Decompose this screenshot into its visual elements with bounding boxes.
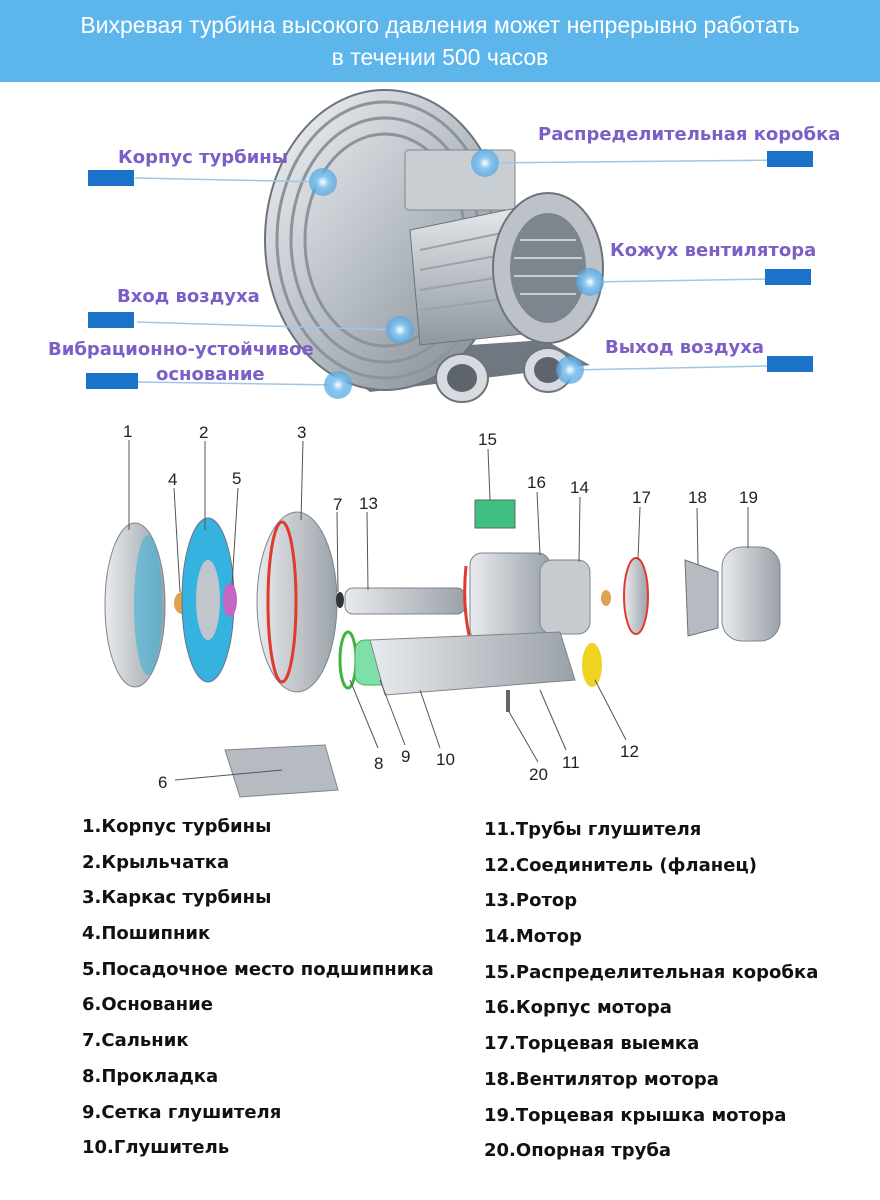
pointer-dot-fan-cover	[576, 268, 604, 296]
callout-bar-housing	[88, 170, 134, 186]
legend-item: 9.Сетка глушителя	[82, 1101, 282, 1123]
grille-lines	[514, 239, 582, 295]
pointer-dots	[309, 149, 604, 399]
legend-item: 8.Прокладка	[82, 1065, 219, 1087]
legend-item: 16.Корпус мотора	[484, 997, 672, 1019]
part-number-6: 6	[158, 773, 167, 792]
assembled-blower-illustration	[134, 89, 786, 403]
part-12-shape	[582, 643, 602, 687]
callout-junction-box: Распределительная коробка	[538, 124, 841, 145]
part-13-shape	[344, 587, 466, 615]
part-number-2: 2	[199, 423, 208, 442]
callout-bar-junction-box	[767, 151, 813, 167]
legend-item: 3.Каркас турбины	[82, 887, 272, 909]
part-7-shape	[336, 592, 344, 608]
pointer-dot-junction-box	[471, 149, 499, 177]
part-14-shape	[539, 559, 591, 635]
part-number-1: 1	[123, 422, 132, 441]
part-number-3: 3	[297, 423, 306, 442]
pointer-dot-base	[324, 371, 352, 399]
legend-item: 14.Мотор	[484, 926, 582, 948]
part-10-shape	[369, 631, 576, 696]
leader-lines	[128, 440, 749, 781]
part-number-8: 8	[374, 754, 383, 773]
part-number-4: 4	[168, 470, 177, 489]
parts-legend-right: 11.Трубы глушителя 12.Соединитель (флане…	[484, 818, 818, 1175]
part-17-shape	[623, 557, 649, 635]
part-18-shape	[684, 559, 719, 637]
legend-item: 5.Посадочное место подшипника	[82, 958, 434, 980]
part-number-14: 14	[570, 478, 589, 497]
part-15-shape	[474, 499, 516, 529]
callout-lines	[134, 159, 786, 386]
banner-line-2: в течении 500 часов	[331, 44, 549, 70]
legend-item: 17.Торцевая выемка	[484, 1033, 700, 1055]
part-number-13: 13	[359, 494, 378, 513]
callout-fan-cover: Кожух вентилятора	[610, 240, 817, 261]
part-number-9: 9	[401, 747, 410, 766]
legend-item: 11.Трубы глушителя	[484, 819, 702, 840]
part-8-shape	[338, 630, 358, 690]
callout-bar-base	[86, 373, 138, 389]
parts-legend-left: 1.Корпус турбины 2.Крыльчатка 3.Каркас т…	[82, 815, 434, 1172]
part-number-17: 17	[632, 488, 651, 507]
callout-base-line2: основание	[156, 364, 265, 385]
callout-bar-fan-cover	[765, 269, 811, 285]
legend-item: 15.Распределительная коробка	[484, 961, 819, 983]
part-number-11: 11	[562, 753, 580, 772]
part-number-19: 19	[739, 488, 758, 507]
part-number-15: 15	[478, 430, 497, 449]
pointer-dot-air-out	[556, 356, 584, 384]
part-number-10: 10	[436, 750, 455, 769]
legend-item: 12.Соединитель (фланец)	[484, 854, 757, 876]
legend-item: 20.Опорная труба	[484, 1140, 672, 1162]
callout-bar-air-in	[88, 312, 134, 328]
fan-grille	[510, 213, 586, 323]
callout-air-out: Выход воздуха	[605, 337, 765, 358]
callout-housing: Корпус турбины	[118, 147, 289, 168]
part-number-5: 5	[232, 469, 241, 488]
pointer-dot-housing	[309, 168, 337, 196]
part-number-16: 16	[527, 473, 546, 492]
part-number-12: 12	[620, 742, 639, 761]
part-number-7: 7	[333, 495, 342, 514]
legend-item: 13.Ротор	[484, 890, 578, 912]
part-16-shape	[469, 552, 551, 642]
part-number-20: 20	[529, 765, 548, 784]
callout-base-line1: Вибрационно-устойчивое	[48, 339, 314, 360]
legend-item: 6.Основание	[82, 994, 213, 1016]
part-6-shape	[224, 744, 339, 798]
legend-item: 2.Крыльчатка	[82, 851, 230, 873]
legend-item: 18.Вентилятор мотора	[484, 1068, 719, 1090]
legend-item: 7.Сальник	[82, 1030, 189, 1052]
legend-item: 1.Корпус турбины	[82, 816, 272, 837]
junction-box	[404, 149, 516, 211]
legend-item: 4.Пошипник	[82, 923, 211, 945]
part-5-shape	[223, 583, 237, 617]
exploded-view-diagram: 1 2 3 4 5 6 7 8 9 10 11 12 13 14 15 16 1…	[104, 422, 781, 798]
title-banner: Вихревая турбина высокого давления может…	[0, 0, 880, 82]
part-20-shape	[506, 690, 510, 712]
banner-line-1: Вихревая турбина высокого давления может…	[80, 12, 800, 38]
legend-item: 10.Глушитель	[82, 1137, 230, 1159]
callout-air-in: Вход воздуха	[117, 286, 260, 307]
callout-bar-air-out	[767, 356, 813, 372]
legend-item: 19.Торцевая крышка мотора	[484, 1104, 787, 1126]
part-number-18: 18	[688, 488, 707, 507]
pointer-dot-air-in	[386, 316, 414, 344]
part-19-shape	[721, 546, 781, 642]
